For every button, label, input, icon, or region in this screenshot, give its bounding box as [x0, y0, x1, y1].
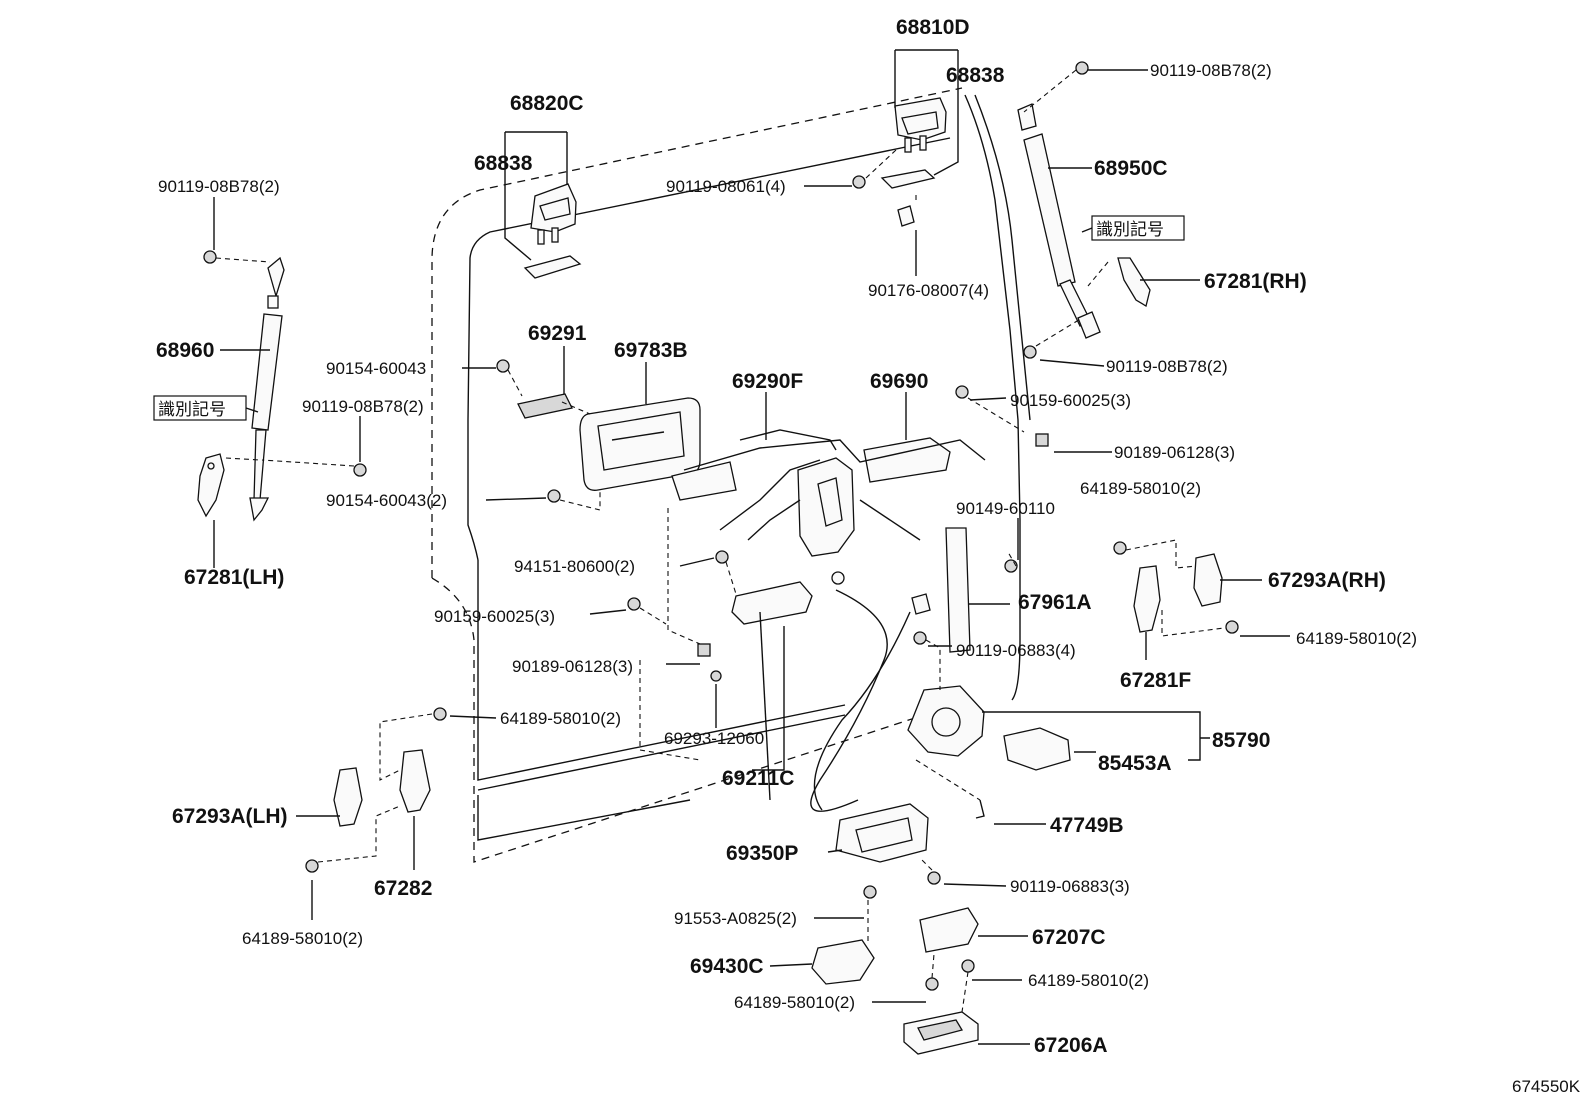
reinforcement-bar — [945, 527, 971, 653]
gas-stay-left — [249, 256, 285, 522]
figure-id: 674550K — [1512, 1077, 1581, 1096]
gas-stay-right — [1017, 103, 1101, 339]
label-64189-58010: 64189-58010(2) — [1028, 971, 1149, 990]
label-90119-08B78: 90119-08B78(2) — [1150, 61, 1272, 80]
label-85453A: 85453A — [1098, 752, 1172, 775]
hinge-right — [880, 97, 947, 227]
label-91553-A0825: 91553-A0825(2) — [674, 909, 797, 928]
stay-bracket-rh — [1117, 257, 1151, 308]
label-67281F: 67281F — [1120, 669, 1191, 692]
fasteners — [203, 61, 1239, 991]
label-90154-60043: 90154-60043(2) — [326, 491, 447, 510]
power-close-actuator — [907, 685, 1071, 771]
assembly-lines — [215, 69, 1225, 1013]
svg-text:識別記号: 識別記号 — [158, 400, 226, 419]
bracket-67281F — [1133, 565, 1161, 633]
label-68838: 68838 — [946, 64, 1005, 87]
label-90149-60110: 90149-60110 — [956, 499, 1055, 518]
label-67293A-RH: 67293A(RH) — [1268, 569, 1386, 592]
label-90119-06883: 90119-06883(3) — [1010, 877, 1130, 896]
label-90119-08B78: 90119-08B78(2) — [1106, 357, 1228, 376]
bracket-67282 — [399, 749, 431, 813]
leader-lines — [213, 69, 1290, 1045]
door-lock — [835, 803, 929, 863]
label-69690: 69690 — [870, 370, 928, 393]
label-47749B: 47749B — [1050, 814, 1124, 837]
label-68838: 68838 — [474, 152, 533, 175]
label-90119-08B78: 90119-08B78(2) — [158, 177, 280, 196]
label-90119-08B78: 90119-08B78(2) — [302, 397, 424, 416]
garnish-pad — [517, 393, 573, 419]
striker-69430C — [811, 939, 875, 985]
label-90119-08061: 90119-08061(4) — [666, 177, 786, 196]
label-67206A: 67206A — [1034, 1034, 1108, 1057]
lock-bracket-lh — [333, 767, 363, 827]
label-67281-LH: 67281(LH) — [184, 566, 284, 589]
label-64189-58010: 64189-58010(2) — [500, 709, 621, 728]
label-68960: 68960 — [156, 339, 214, 362]
label-85790: 85790 — [1212, 729, 1270, 752]
label-67281-RH: 67281(RH) — [1204, 270, 1307, 293]
part-labels: 68810D 68838 68820C 68838 90119-08B78(2)… — [156, 16, 1581, 1096]
label-90176-08007: 90176-08007(4) — [868, 281, 989, 300]
label-64189-58010: 64189-58010(2) — [1080, 479, 1201, 498]
label-69291: 69291 — [528, 322, 587, 345]
label-64189-58010: 64189-58010(2) — [242, 929, 363, 948]
label-69290F: 69290F — [732, 370, 803, 393]
label-67282: 67282 — [374, 877, 432, 900]
id-mark-tag-right: 識別記号 — [1081, 215, 1185, 241]
label-69211C: 69211C — [722, 767, 794, 790]
label-64189-58010: 64189-58010(2) — [1296, 629, 1417, 648]
stay-bracket-lh — [197, 453, 225, 518]
lock-bracket-rh — [1193, 553, 1223, 607]
handle-housing — [579, 397, 701, 491]
label-90189-06128: 90189-06128(3) — [512, 657, 633, 676]
label-67961A: 67961A — [1018, 591, 1092, 614]
label-69293-12060: 69293-12060 — [664, 729, 764, 748]
outside-handle — [731, 581, 813, 801]
label-90159-60025: 90159-60025(3) — [434, 607, 555, 626]
label-68810D: 68810D — [896, 16, 970, 39]
label-69430C: 69430C — [690, 955, 764, 978]
label-94151-80600: 94151-80600(2) — [514, 557, 635, 576]
striker-67206A — [903, 1011, 979, 1055]
latch-assembly — [671, 429, 986, 557]
label-90119-06883: 90119-06883(4) — [956, 641, 1076, 660]
svg-text:識別記号: 識別記号 — [1096, 220, 1164, 239]
label-67293A-LH: 67293A(LH) — [172, 805, 288, 828]
label-90159-60025: 90159-60025(3) — [1010, 391, 1131, 410]
label-90189-06128: 90189-06128(3) — [1114, 443, 1235, 462]
label-68950C: 68950C — [1094, 157, 1168, 180]
hinge-left — [523, 183, 582, 279]
release-cable — [810, 571, 931, 812]
label-69783B: 69783B — [614, 339, 688, 362]
label-90154-60043: 90154-60043 — [326, 359, 426, 378]
id-mark-tag-left: 識別記号 — [153, 395, 259, 421]
label-68820C: 68820C — [510, 92, 584, 115]
label-69350P: 69350P — [726, 842, 798, 865]
label-64189-58010: 64189-58010(2) — [734, 993, 855, 1012]
striker-67207C — [919, 907, 979, 953]
label-67207C: 67207C — [1032, 926, 1106, 949]
